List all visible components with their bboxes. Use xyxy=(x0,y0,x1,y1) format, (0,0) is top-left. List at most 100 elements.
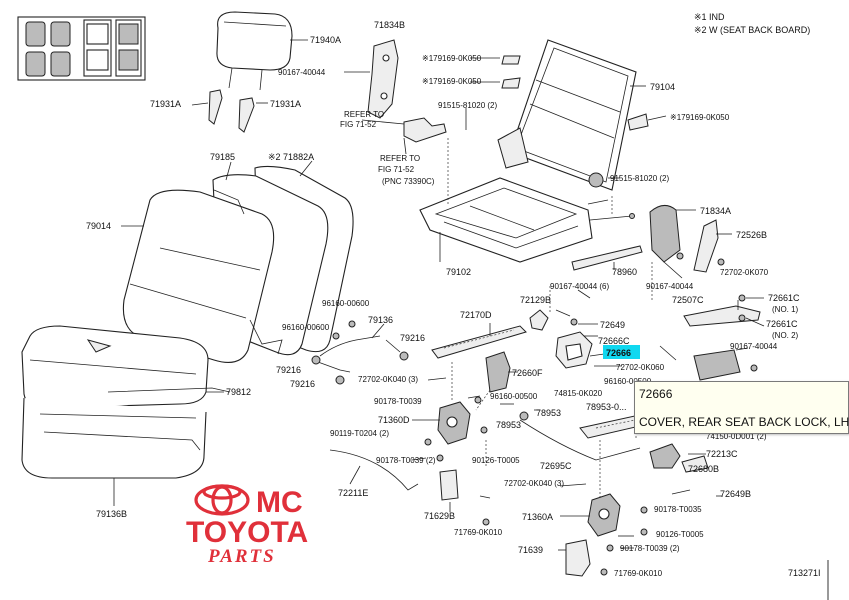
part-label[interactable]: 71834A xyxy=(700,206,731,216)
part-label[interactable]: ※179169-0K050 xyxy=(422,77,482,86)
part-label[interactable]: 79136 xyxy=(368,315,393,325)
part-label[interactable]: 78953 xyxy=(496,420,521,430)
highlighted-part-marker[interactable] xyxy=(603,345,640,359)
reference-note: FIG 71-52 xyxy=(378,165,415,174)
part-label[interactable]: 78953 xyxy=(536,408,561,418)
part-label[interactable]: 91515-81020 (2) xyxy=(610,174,669,183)
part-label[interactable]: 79136B xyxy=(96,509,127,519)
rod-79136[interactable] xyxy=(311,320,409,385)
cable-78953[interactable] xyxy=(519,409,641,461)
part-label[interactable]: 90178-T0039 xyxy=(374,397,422,406)
refer-bracket[interactable] xyxy=(361,117,447,155)
part-label[interactable]: ※179169-0K050 xyxy=(422,54,482,63)
part-78960[interactable] xyxy=(571,245,643,271)
part-72129b[interactable] xyxy=(529,309,598,331)
part-label[interactable]: 71931A xyxy=(270,99,301,109)
logo-toyota-text: TOYOTA xyxy=(186,516,308,549)
part-label[interactable]: 72661C xyxy=(768,293,800,303)
part-lock-box[interactable] xyxy=(693,347,758,381)
highlighted-part-label[interactable]: 72666 xyxy=(606,348,631,358)
part-label[interactable]: 72660F xyxy=(512,368,543,378)
recliner-71360d[interactable] xyxy=(412,395,488,462)
part-label[interactable]: 90167-40044 (6) xyxy=(550,282,609,291)
part-label[interactable]: 71629B xyxy=(424,511,455,521)
part-label[interactable]: 72702-0K060 xyxy=(616,363,665,372)
part-label[interactable]: 79014 xyxy=(86,221,111,231)
part-label[interactable]: 72680B xyxy=(688,464,719,474)
part-label[interactable]: 79216 xyxy=(290,379,315,389)
cover-71834a[interactable] xyxy=(649,205,696,279)
cushion-frame[interactable] xyxy=(419,177,635,263)
part-label[interactable]: 78960 xyxy=(612,267,637,277)
part-label[interactable]: 72507C xyxy=(672,295,704,305)
part-label[interactable]: 91515-81020 (2) xyxy=(438,101,497,110)
part-label[interactable]: 71931A xyxy=(150,99,181,109)
part-label[interactable]: 72649 xyxy=(600,320,625,330)
recliner-71360a[interactable] xyxy=(560,493,648,552)
part-label[interactable]: 90167-40044 xyxy=(278,68,326,77)
part-72507c[interactable] xyxy=(683,294,765,327)
part-label[interactable]: 71360D xyxy=(378,415,410,425)
part-label[interactable]: 71360A xyxy=(522,512,553,522)
seatback-assembly[interactable] xyxy=(121,160,354,363)
part-label[interactable]: 72666C xyxy=(598,336,630,346)
part-label[interactable]: 71834B xyxy=(374,20,405,30)
seat-cushion[interactable] xyxy=(21,325,231,506)
lock-cover-72666[interactable] xyxy=(555,331,622,369)
bracket-71834b[interactable] xyxy=(344,39,399,119)
part-label[interactable]: 90178-T0039 (2) xyxy=(376,456,436,465)
part-label[interactable]: 72129B xyxy=(520,295,551,305)
part-label[interactable]: 90167-40044 xyxy=(646,282,694,291)
part-label[interactable]: 90126-T0005 xyxy=(656,530,704,539)
part-label[interactable]: 79812 xyxy=(226,387,251,397)
logo-mc-text: MC xyxy=(256,486,303,519)
part-label[interactable]: 90178-T0035 xyxy=(654,505,702,514)
part-72526b[interactable] xyxy=(693,219,732,273)
headrest-part[interactable] xyxy=(216,11,308,91)
part-label[interactable]: 72702-0K040 (3) xyxy=(358,375,418,384)
part-label[interactable]: 71769-0K010 xyxy=(614,569,663,578)
part-label[interactable]: 96160-00600 xyxy=(282,323,330,332)
part-label[interactable]: (NO. 1) xyxy=(772,305,799,314)
part-label[interactable]: 72526B xyxy=(736,230,767,240)
part-72680b[interactable] xyxy=(649,443,709,495)
track-72170d[interactable] xyxy=(431,323,527,359)
part-label[interactable]: 71639 xyxy=(518,545,543,555)
part-label[interactable]: 72695C xyxy=(540,461,572,471)
part-label[interactable]: 74815-0K020 xyxy=(554,389,603,398)
part-label[interactable]: 90167-40044 xyxy=(730,342,778,351)
cover-71639[interactable] xyxy=(558,539,608,577)
part-label[interactable]: 79104 xyxy=(650,82,675,92)
part-label[interactable]: 74150-0D001 (2) xyxy=(706,432,767,441)
part-label[interactable]: 72649B xyxy=(720,489,751,499)
part-label[interactable]: 72702-0K040 (3) xyxy=(504,479,564,488)
part-label[interactable]: 78953-0... xyxy=(586,402,627,412)
part-label[interactable]: 96160-00500 xyxy=(604,377,652,386)
lock-72660f[interactable] xyxy=(451,351,518,411)
seatback-frame[interactable] xyxy=(497,39,649,191)
part-label[interactable]: ※2 71882A xyxy=(268,152,314,162)
part-label[interactable]: 79216 xyxy=(400,333,425,343)
part-label[interactable]: 79185 xyxy=(210,152,235,162)
part-label[interactable]: 71769-0K010 xyxy=(454,528,503,537)
part-71629b[interactable] xyxy=(439,469,491,526)
headrest-guide-parts[interactable] xyxy=(191,89,268,133)
diagram-id: 713271I xyxy=(788,568,821,578)
part-label[interactable]: (NO. 2) xyxy=(772,331,799,340)
part-label[interactable]: 72170D xyxy=(460,310,492,320)
part-label[interactable]: 79102 xyxy=(446,267,471,277)
part-label[interactable]: ※179169-0K050 xyxy=(670,113,730,122)
part-label[interactable]: 96160-00600 xyxy=(322,299,370,308)
part-label[interactable]: 72702-0K070 xyxy=(720,268,769,277)
part-label[interactable]: 72211E xyxy=(338,488,368,498)
part-label[interactable]: 72213C xyxy=(706,449,738,459)
part-label[interactable]: 90119-T0204 (2) xyxy=(330,429,389,438)
part-label[interactable]: 79216 xyxy=(276,365,301,375)
reference-note: REFER TO xyxy=(380,154,420,163)
cable-72211e[interactable] xyxy=(329,449,419,491)
part-label[interactable]: 90178-T0039 (2) xyxy=(620,544,680,553)
part-label[interactable]: 71940A xyxy=(310,35,341,45)
part-label[interactable]: 72661C xyxy=(766,319,798,329)
part-label[interactable]: 90126-T0005 xyxy=(472,456,520,465)
part-label[interactable]: 96160-00500 xyxy=(490,392,538,401)
